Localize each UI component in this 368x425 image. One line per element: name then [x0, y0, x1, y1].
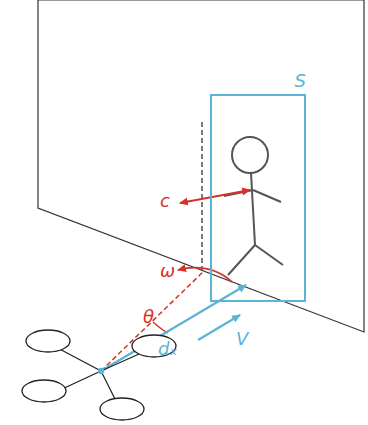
- symbol-label: ω: [160, 262, 175, 280]
- symbol-label: V: [236, 330, 248, 348]
- distance-vector: [101, 285, 246, 371]
- region-label: S: [295, 72, 306, 90]
- drone-symbol: [22, 330, 176, 420]
- symbol-label: θ: [143, 308, 154, 326]
- person-figure: [224, 137, 283, 275]
- symbol-label: c: [160, 192, 170, 210]
- velocity-arrow: [198, 315, 240, 340]
- heading-line: [101, 271, 204, 371]
- center-line: [201, 122, 202, 270]
- wall-plane: [38, 0, 364, 332]
- symbol-label: dₓ: [158, 340, 177, 358]
- region-box: S: [210, 94, 306, 302]
- offset-arrow: [180, 190, 250, 203]
- rotation-arc: [178, 268, 232, 282]
